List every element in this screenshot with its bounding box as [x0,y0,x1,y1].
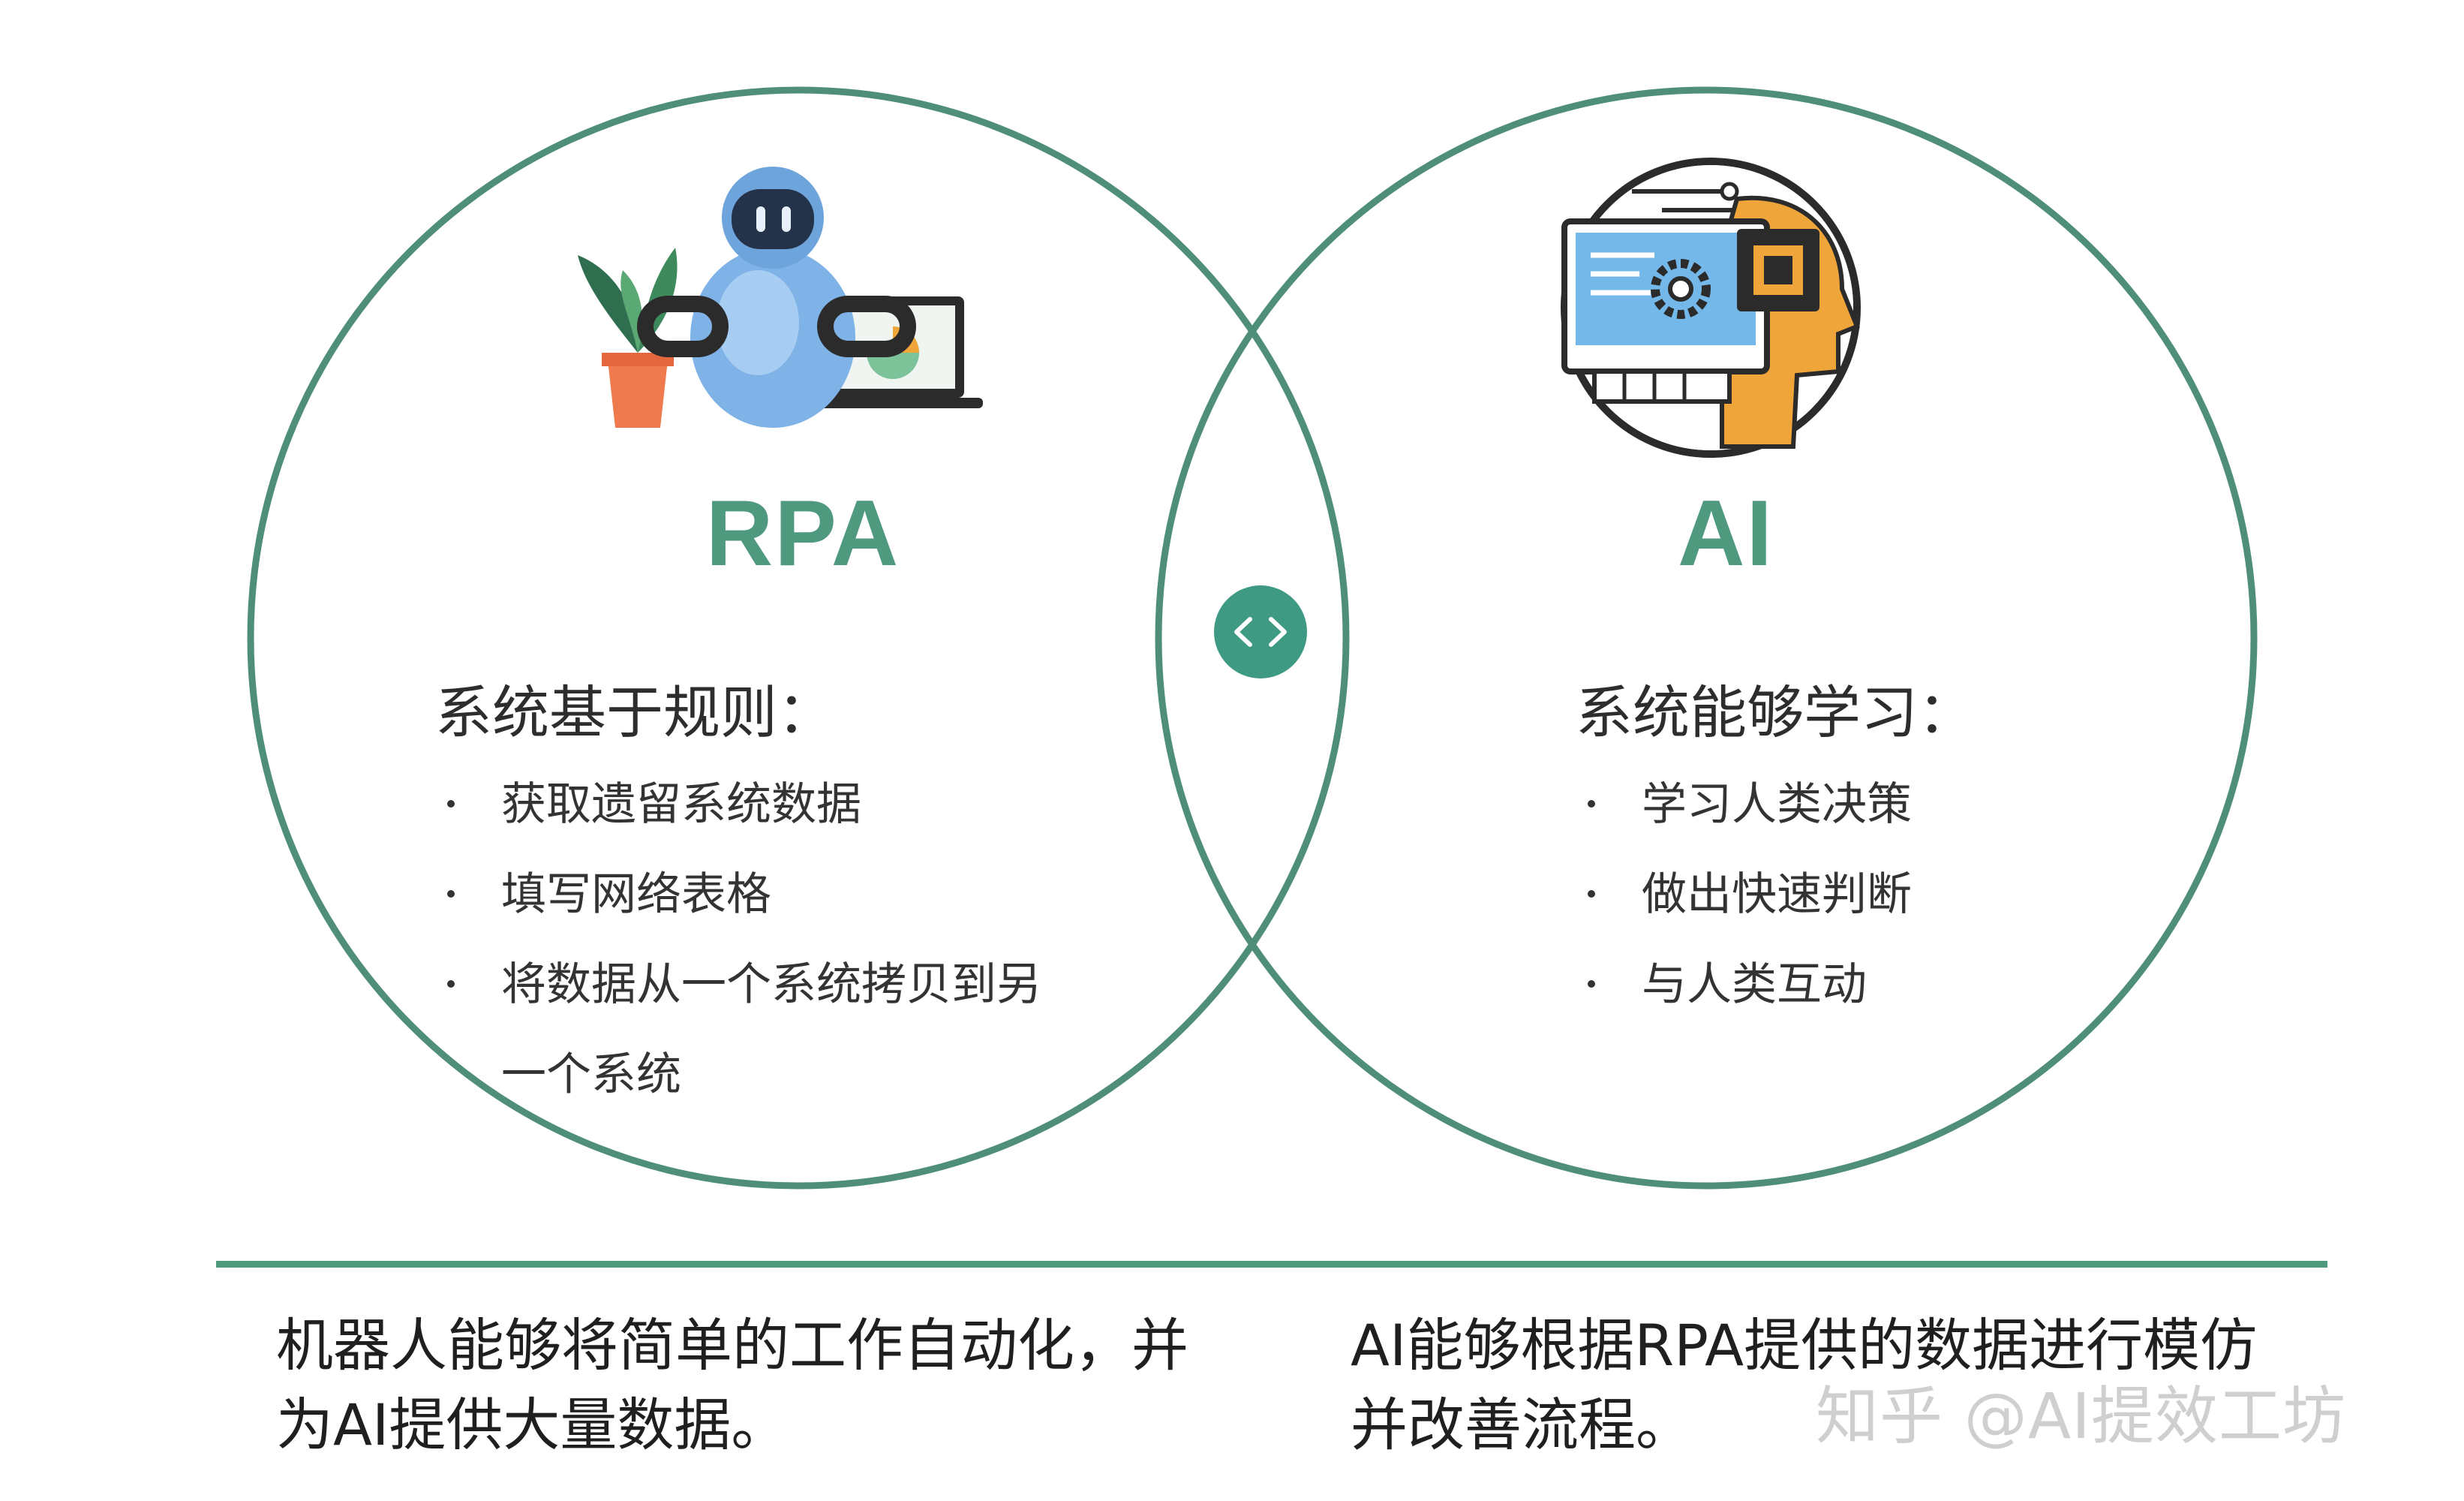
rpa-heading: 系统基于规则： [435,679,834,746]
watermark: 知乎 @AI提效工坊 [1816,1379,2346,1453]
ai-title: AI [1678,482,1774,585]
list-item: 填写网络表格 [441,850,1041,940]
ai-circle [1155,86,2258,1190]
list-item: 学习人类决策 [1582,760,1912,850]
robot-icon [578,167,983,428]
bullet-dot [1588,800,1595,808]
ai-brain-icon [1561,158,1861,458]
ai-points-list: 学习人类决策 做出快速判断 与人类互动 [1582,760,1912,1030]
list-item: 获取遗留系统数据 [441,760,1041,850]
code-brackets-icon [1214,585,1307,678]
bullet-dot [1588,890,1595,898]
chevrons-icon [1234,617,1287,647]
rpa-points-list: 获取遗留系统数据 填写网络表格 将数据从一个系统拷贝到另一个系统 [441,760,1041,1120]
rpa-title: RPA [705,482,900,585]
list-item: 将数据从一个系统拷贝到另一个系统 [441,940,1041,1120]
ai-caption: AI能够根据RPA提供的数据进行模仿并改善流程。 [1351,1312,2258,1458]
rpa-circle [247,86,1350,1190]
list-item: 与人类互动 [1582,940,1912,1030]
ai-heading: 系统能够学习： [1576,679,1975,746]
rpa-caption: 机器人能够将简单的工作自动化，并为AI提供大量数据。 [276,1312,1188,1458]
bullet-dot [447,980,455,988]
bullet-dot [447,890,455,898]
list-item: 做出快速判断 [1582,850,1912,940]
bullet-dot [1588,980,1595,988]
bullet-dot [447,800,455,808]
divider-line [216,1261,2327,1268]
